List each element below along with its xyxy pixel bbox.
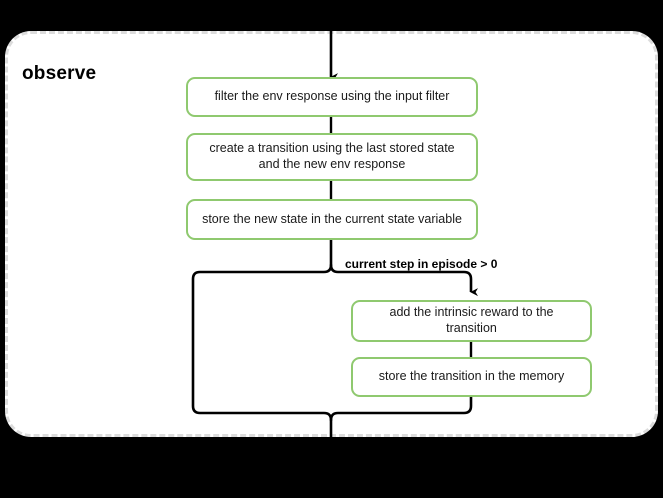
node-filter-env-response[interactable]: filter the env response using the input … xyxy=(186,77,478,117)
node-label: filter the env response using the input … xyxy=(214,89,450,104)
node-label: store the new state in the current state… xyxy=(202,211,462,226)
branch-condition-label: current step in episode > 0 xyxy=(345,257,498,271)
node-label: store the transition in the memory xyxy=(378,369,565,384)
node-label: create a transition using the last store… xyxy=(209,141,455,171)
node-create-transition[interactable]: create a transition using the last store… xyxy=(186,133,478,181)
node-store-transition-memory[interactable]: store the transition in the memory xyxy=(351,357,592,397)
node-add-intrinsic-reward[interactable]: add the intrinsic reward to the transiti… xyxy=(351,300,592,342)
node-store-new-state[interactable]: store the new state in the current state… xyxy=(186,199,478,240)
group-title-observe: observe xyxy=(22,63,97,84)
node-label: add the intrinsic reward to the transiti… xyxy=(389,305,554,335)
